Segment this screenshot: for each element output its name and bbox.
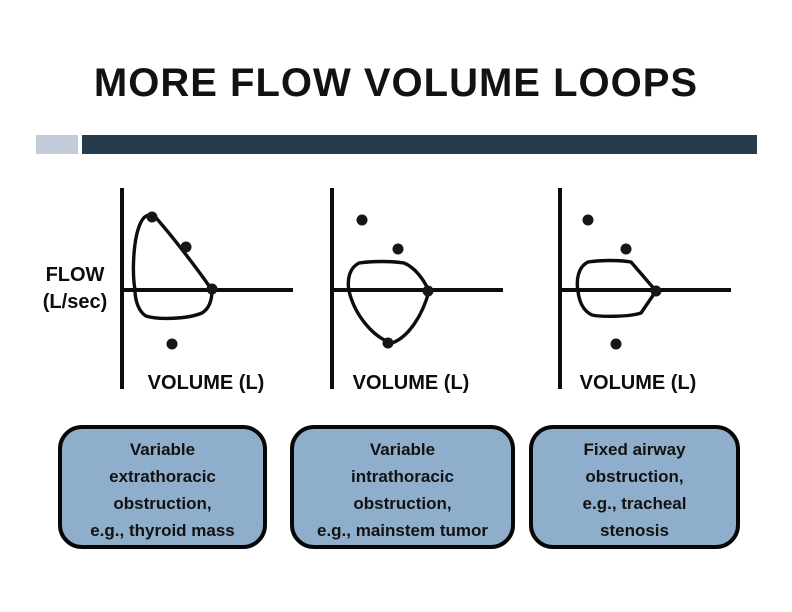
accent-bar-dark	[82, 135, 757, 154]
data-dot	[206, 283, 218, 295]
data-dot	[382, 337, 394, 349]
caption-line: extrathoracic	[109, 467, 216, 486]
slide-title: MORE FLOW VOLUME LOOPS	[93, 61, 699, 105]
data-dot	[356, 214, 368, 226]
caption-line: obstruction,	[585, 467, 684, 486]
caption-line: Fixed airway	[583, 440, 686, 459]
data-dot	[180, 241, 192, 253]
caption-line: e.g., thyroid mass	[90, 521, 235, 540]
data-dot	[166, 338, 178, 350]
caption-line: Variable	[129, 440, 196, 459]
caption-line: obstruction,	[353, 494, 452, 513]
data-dot	[582, 214, 594, 226]
flow-volume-loop-fixed	[558, 188, 731, 389]
caption-line: intrathoracic	[351, 467, 454, 486]
data-dot	[392, 243, 404, 255]
flow-axis-label: FLOW (L/sec)	[30, 262, 120, 316]
data-dot	[650, 285, 662, 297]
loop-curve	[131, 213, 214, 321]
data-dot	[422, 285, 434, 297]
flow-axis-label-line1: FLOW	[45, 264, 105, 286]
caption-box-extrathoracic: Variable extrathoracic obstruction, e.g.…	[58, 425, 267, 549]
caption-line: e.g., tracheal	[582, 494, 687, 513]
caption-line: Variable	[369, 440, 436, 459]
flow-axis-label-line2: (L/sec)	[42, 291, 108, 313]
volume-axis-label: VOLUME (L)	[147, 372, 265, 394]
caption-box-fixed: Fixed airway obstruction, e.g., tracheal…	[529, 425, 740, 549]
volume-axis-label: VOLUME (L)	[352, 372, 470, 394]
data-dot	[146, 211, 158, 223]
flow-volume-loop-intrathoracic	[330, 188, 503, 389]
caption-line: e.g., mainstem tumor	[317, 521, 488, 540]
volume-axis-label: VOLUME (L)	[579, 372, 697, 394]
caption-line: obstruction,	[113, 494, 212, 513]
caption-box-intrathoracic: Variable intrathoracic obstruction, e.g.…	[290, 425, 515, 549]
loop-curve	[346, 259, 431, 345]
accent-bar-light-square	[36, 135, 78, 154]
caption-line: stenosis	[600, 521, 669, 540]
data-dot	[620, 243, 632, 255]
flow-volume-loop-extrathoracic	[120, 188, 293, 389]
data-dot	[610, 338, 622, 350]
